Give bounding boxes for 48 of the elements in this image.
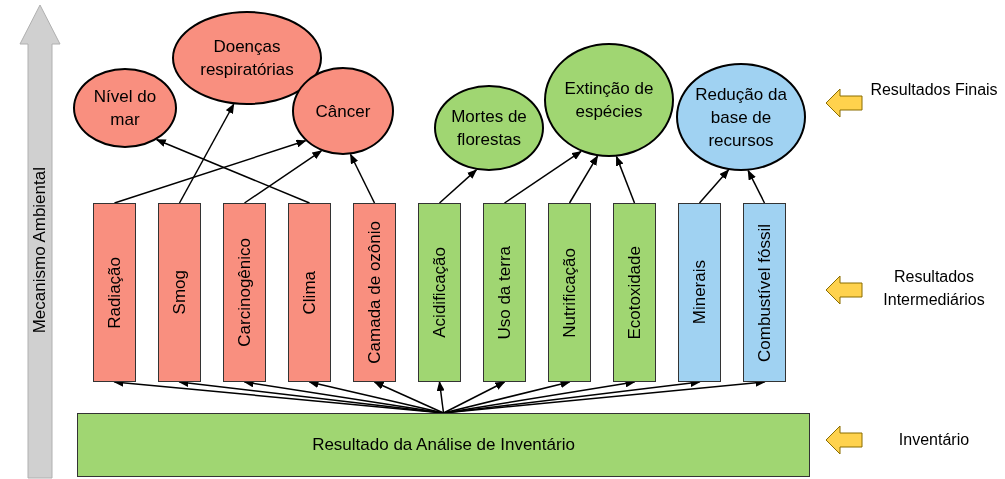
node-text: Combustível fóssil xyxy=(753,223,775,362)
node-text: Carcinogênico xyxy=(233,238,255,347)
level-label: Inventário xyxy=(897,430,971,450)
arrow xyxy=(747,169,766,204)
node-text: Nutrificação xyxy=(558,247,580,338)
arrow xyxy=(698,169,730,204)
node-text: Extinção de espécies xyxy=(563,78,655,123)
category-bar xyxy=(483,203,526,382)
node-text: Acidificação xyxy=(428,247,450,338)
arrow xyxy=(442,381,506,414)
level-label: Resultados Intermediários xyxy=(882,267,986,310)
level-label: Resultados Finais xyxy=(869,80,999,100)
node-text: Doenças respiratórias xyxy=(199,36,295,81)
category-bar xyxy=(548,203,591,382)
node-text: Uso da terra xyxy=(493,245,515,340)
arrow xyxy=(568,155,599,204)
category-bar xyxy=(93,203,136,382)
arrow xyxy=(178,103,235,204)
arrow xyxy=(155,138,311,204)
node-text: Minerais xyxy=(688,260,710,325)
arrow xyxy=(438,169,478,204)
node-text: Camada de ozônio xyxy=(363,221,385,364)
arrow xyxy=(243,150,323,204)
category-bar xyxy=(613,203,656,382)
inventory-box xyxy=(77,413,810,477)
axis-label: Mecanismo Ambiental xyxy=(29,166,51,334)
node-text: Câncer xyxy=(315,100,371,123)
node-text: Smog xyxy=(168,270,190,315)
node-text: Resultado da Análise de Inventário xyxy=(312,434,575,457)
node-text: Mortes de florestas xyxy=(450,106,528,151)
category-bar xyxy=(418,203,461,382)
arrow xyxy=(373,381,445,414)
arrow xyxy=(615,155,636,204)
category-bar xyxy=(158,203,201,382)
arrow xyxy=(349,153,376,204)
arrow xyxy=(113,139,307,204)
node-text: Redução da base de recursos xyxy=(694,83,788,152)
category-bar xyxy=(223,203,266,382)
node-text: Ecotoxidade xyxy=(623,245,645,340)
category-bar xyxy=(678,203,721,382)
node-text: Radiação xyxy=(103,256,125,329)
category-bar xyxy=(743,203,786,382)
node-text: Clima xyxy=(298,270,320,315)
category-bar xyxy=(288,203,331,382)
category-bar xyxy=(353,203,396,382)
arrow xyxy=(436,381,445,414)
arrow xyxy=(503,150,582,204)
node-text: Nível do mar xyxy=(92,86,158,131)
